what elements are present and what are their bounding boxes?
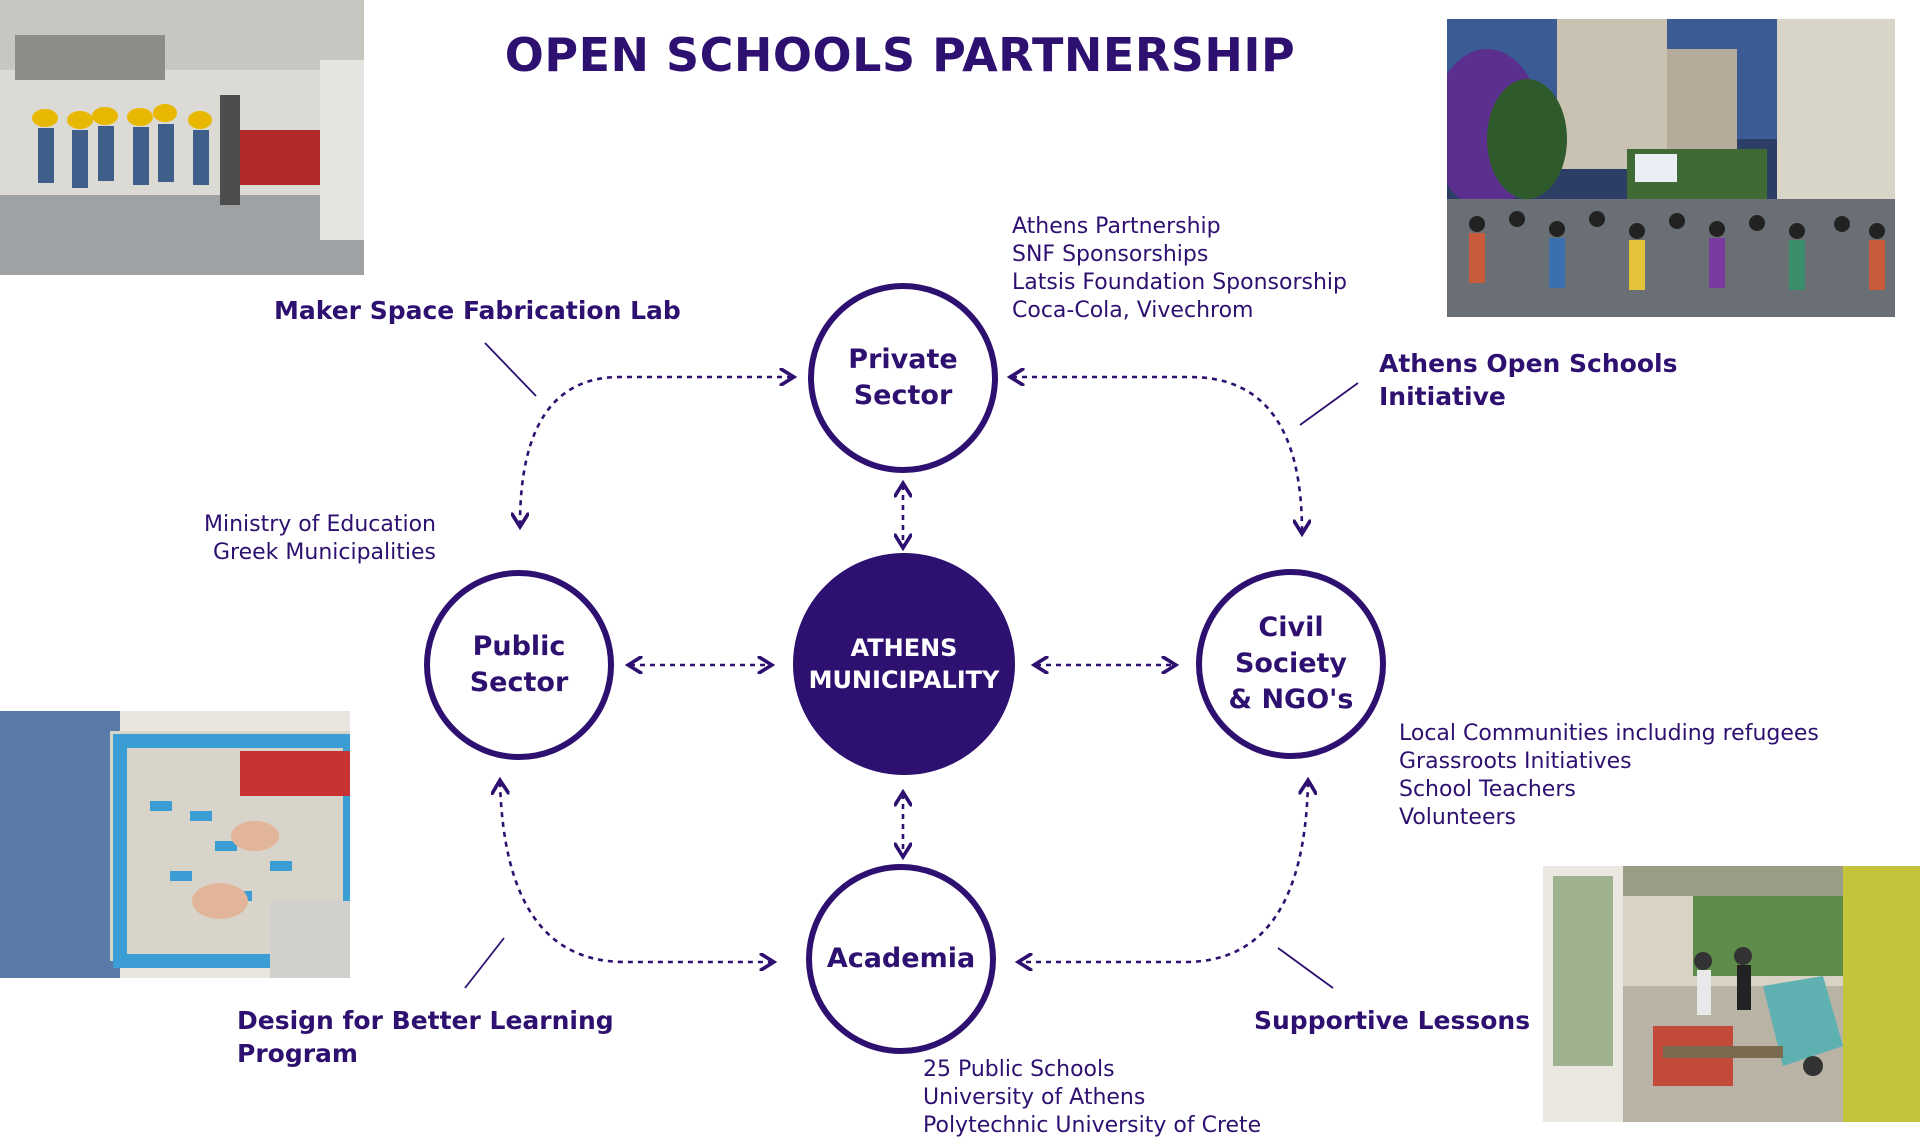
list-public-sector: Ministry of Education Greek Municipaliti… xyxy=(180,511,436,567)
list-civil-society: Local Communities including refugees Gra… xyxy=(1399,720,1819,832)
leader-supportive xyxy=(1277,947,1334,989)
list-item: Coca-Cola, Vivechrom xyxy=(1012,298,1254,323)
list-item: Local Communities including refugees xyxy=(1399,721,1819,746)
list-academia: 25 Public Schools University of Athens P… xyxy=(923,1056,1261,1140)
arc-private-public xyxy=(520,377,792,525)
node-private-sector: Private Sector xyxy=(808,283,998,473)
node-academia: Academia xyxy=(806,864,996,1054)
diagram-title: OPEN SCHOOLS PARTNERSHIP xyxy=(504,28,1296,82)
design-learning-photo xyxy=(0,711,350,978)
list-item: SNF Sponsorships xyxy=(1012,242,1209,267)
node-public-sector: Public Sector xyxy=(424,570,614,760)
label-open-schools: Athens Open Schools Initiative xyxy=(1379,349,1678,411)
list-item: 25 Public Schools xyxy=(923,1057,1115,1082)
list-item: Polytechnic University of Crete xyxy=(923,1113,1262,1138)
node-civil-society-label: Civil Society & NGO's xyxy=(1228,612,1354,715)
list-private-sector: Athens Partnership SNF Sponsorships Lats… xyxy=(1012,213,1347,325)
leader-maker-space xyxy=(484,342,537,397)
list-item: Latsis Foundation Sponsorship xyxy=(1012,270,1347,295)
node-athens-municipality-label: ATHENS MUNICIPALITY xyxy=(808,634,1000,694)
node-civil-society: Civil Society & NGO's xyxy=(1196,569,1386,759)
label-supportive-lessons: Supportive Lessons xyxy=(1254,1006,1531,1035)
list-item: Athens Partnership xyxy=(1012,214,1221,239)
open-schools-photo xyxy=(1447,19,1895,317)
node-public-sector-label: Public Sector xyxy=(469,631,569,698)
label-maker-space: Maker Space Fabrication Lab xyxy=(274,296,681,325)
list-item: School Teachers xyxy=(1399,777,1576,802)
list-item: Grassroots Initiatives xyxy=(1399,749,1632,774)
arc-civil-academia xyxy=(1020,782,1308,962)
arc-private-civil xyxy=(1012,377,1302,532)
maker-space-photo xyxy=(0,0,364,275)
list-item: University of Athens xyxy=(923,1085,1146,1110)
list-item: Volunteers xyxy=(1399,805,1517,830)
node-private-sector-label: Private Sector xyxy=(848,344,958,411)
leader-open-schools xyxy=(1299,382,1359,426)
leader-design-learning xyxy=(464,937,505,989)
label-design-learning: Design for Better Learning Program xyxy=(237,1006,614,1068)
node-athens-municipality: ATHENS MUNICIPALITY xyxy=(793,553,1015,775)
list-item: Ministry of Education xyxy=(203,512,436,537)
arc-public-academia xyxy=(500,782,772,962)
supportive-lessons-photo xyxy=(1543,866,1920,1122)
list-item: Greek Municipalities xyxy=(212,540,436,565)
node-academia-label: Academia xyxy=(826,943,976,974)
